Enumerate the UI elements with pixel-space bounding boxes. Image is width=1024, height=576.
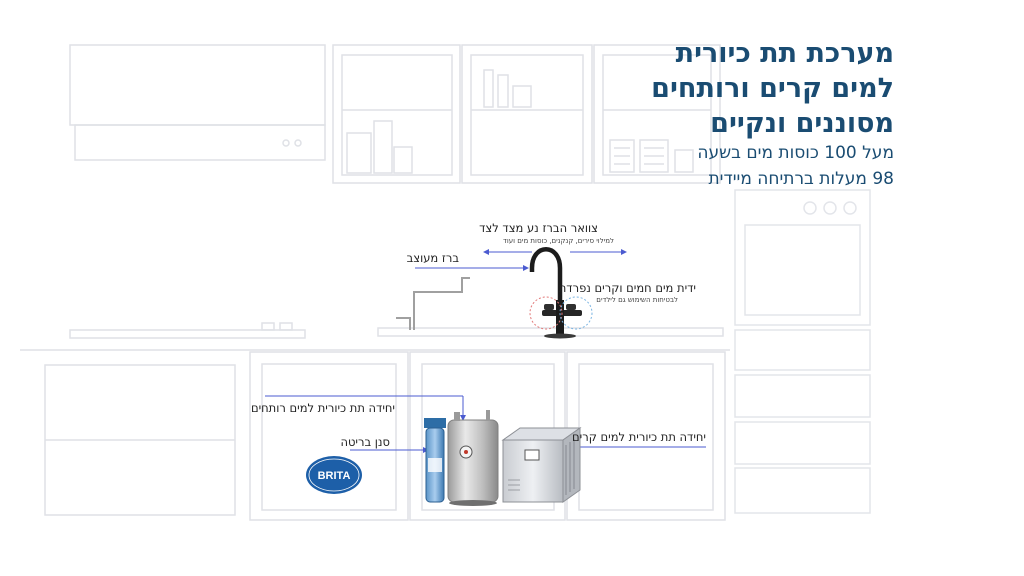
label-boiling-unit: יחידה תת כיורית למים רותחים (251, 401, 395, 415)
label-brita-filter: סנן בריטה (340, 435, 390, 449)
cooktop (70, 323, 305, 338)
page-headline: מערכת תת כיורית למים קרים ורותחים מסונני… (554, 36, 894, 141)
brita-logo-text: BRITA (318, 470, 351, 482)
label-designer-faucet: ברז מעוצב (407, 251, 459, 265)
label-swivel-neck-sub: למילוי סירים, קנקנים, כוסות מים ועוד (503, 237, 614, 246)
feature-temperature: 98 מעלות ברתיחה מיידית (554, 166, 894, 192)
label-separate-handles: ידית מים חמים וקרים נפרדת (559, 281, 696, 295)
cold-water-unit (503, 428, 580, 502)
boiling-water-tank (448, 410, 498, 506)
headline-line-2: למים קרים ורותחים (554, 71, 894, 106)
designer-faucet (396, 278, 470, 330)
feature-capacity: מעל 100 כוסות מים בשעה (554, 140, 894, 166)
wall-oven (735, 190, 870, 513)
label-swivel-neck: צוואר הברז נע מצד לצד (479, 221, 598, 235)
headline-line-3: מסוננים ונקיים (554, 106, 894, 141)
brita-logo: BRITA (306, 456, 362, 494)
lower-cabinets (20, 328, 730, 520)
label-separate-handles-sub: לבטיחות השימוש גם לילדים (596, 296, 678, 305)
brita-filter (424, 418, 446, 502)
label-cold-unit: יחידה תת כיורית למים קרים (572, 430, 706, 444)
feature-list: מעל 100 כוסות מים בשעה 98 מעלות ברתיחה מ… (554, 140, 894, 192)
headline-line-1: מערכת תת כיורית (554, 36, 894, 71)
